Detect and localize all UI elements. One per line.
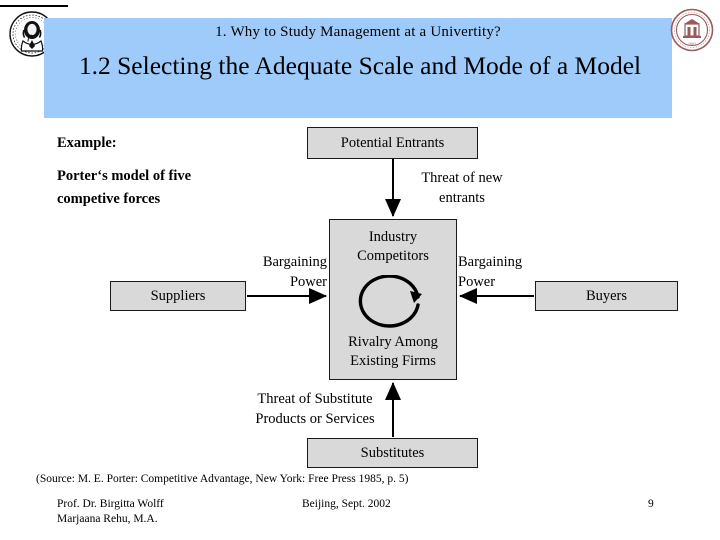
industry-competitors-line-1: Industry [368, 229, 418, 245]
slide-subtitle: 1. Why to Study Management at a Univerti… [215, 24, 501, 40]
box-potential-entrants-label: Potential Entrants [340, 135, 445, 151]
label-threat-new-line-1: Threat of new [421, 170, 503, 186]
title-band [44, 18, 672, 118]
footer-author-line-2: Marjaana Rehu, M.A. [57, 513, 158, 525]
label-bp-right-line-2: Power [458, 274, 496, 290]
rivalry-line-2: Existing Firms [350, 353, 436, 369]
rivalry-caption: Rivalry Among Existing Firms [330, 333, 456, 371]
svg-text:1902: 1902 [688, 42, 696, 47]
industry-competitors-line-2: Competitors [357, 248, 429, 264]
label-bargaining-power-buyers: Bargaining Power [458, 252, 562, 292]
example-heading: Example: [57, 135, 117, 151]
box-substitutes[interactable]: Substitutes [307, 438, 478, 468]
label-bp-right-line-1: Bargaining [458, 254, 523, 270]
label-threat-sub-line-2: Products or Services [255, 411, 375, 427]
label-threat-sub-line-1: Threat of Substitute [257, 391, 373, 407]
rivalry-line-1: Rivalry Among [348, 334, 438, 350]
box-buyers-label: Buyers [585, 288, 628, 304]
box-potential-entrants[interactable]: Potential Entrants [307, 127, 478, 159]
footer-place-date: Beijing, Sept. 2002 [302, 498, 391, 510]
circular-arrow-icon [358, 275, 422, 328]
box-suppliers-label: Suppliers [150, 288, 206, 304]
box-industry-competitors[interactable]: Industry Competitors Rivalry Among Exist… [329, 219, 457, 380]
label-threat-of-substitutes: Threat of Substitute Products or Service… [228, 389, 402, 429]
industry-competitors-heading: Industry Competitors [330, 228, 456, 266]
label-bp-left-line-2: Power [289, 274, 327, 290]
box-suppliers[interactable]: Suppliers [110, 281, 246, 311]
label-threat-new-line-2: entrants [439, 190, 485, 206]
otto-von-guericke-university-seal-icon [9, 11, 55, 57]
label-bargaining-power-suppliers: Bargaining Power [227, 252, 327, 292]
top-rule-decoration [0, 5, 68, 7]
box-buyers[interactable]: Buyers [535, 281, 678, 311]
example-line-2: competive forces [57, 191, 161, 207]
example-line-1: Porter‘s model of five [57, 168, 192, 184]
label-bp-left-line-1: Bargaining [262, 254, 327, 270]
example-block: Example: Porter‘s model of five competiv… [57, 131, 307, 212]
beijing-normal-university-seal-icon: 1902 [670, 8, 714, 52]
footer-authors: Prof. Dr. Birgitta Wolff Marjaana Rehu, … [57, 497, 164, 527]
footer-page-number: 9 [648, 498, 654, 510]
box-substitutes-label: Substitutes [360, 445, 425, 461]
slide-title: 1.2 Selecting the Adequate Scale and Mod… [78, 51, 642, 80]
label-threat-of-new-entrants: Threat of new entrants [397, 168, 527, 208]
footer-author-line-1: Prof. Dr. Birgitta Wolff [57, 498, 164, 510]
source-citation: (Source: M. E. Porter: Competitive Advan… [36, 473, 409, 485]
